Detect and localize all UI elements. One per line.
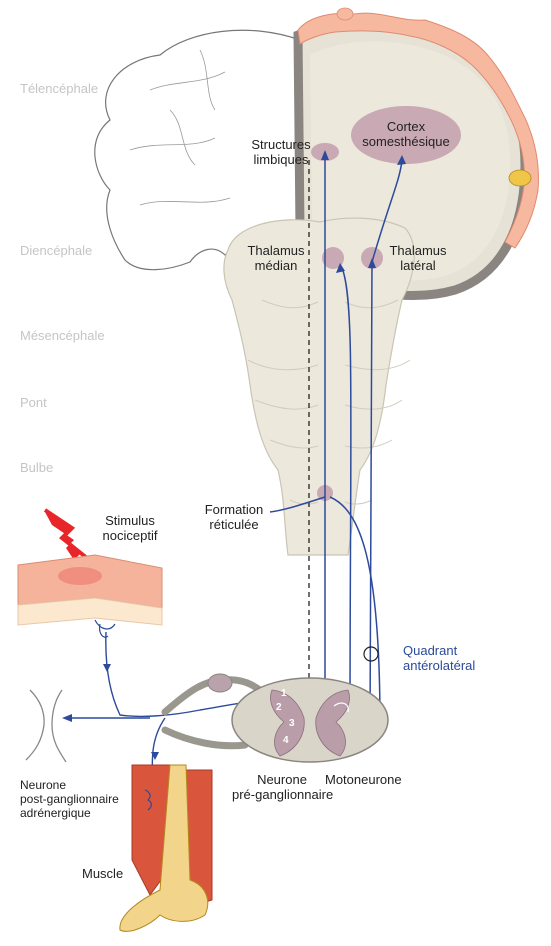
label-neurone-post-line2: post-ganglionnaire — [20, 792, 119, 806]
label-thalamus-lateral-line2: latéral — [383, 258, 453, 273]
label-cortex-line1: Cortex — [352, 119, 460, 134]
label-cortex-line2: somesthésique — [352, 134, 460, 149]
label-stimulus: Stimulus nociceptif — [90, 513, 170, 543]
cord-number-3: 3 — [289, 718, 295, 729]
label-neurone-post-line1: Neurone — [20, 778, 119, 792]
region-pont: Pont — [20, 395, 47, 410]
cord-number-2: 2 — [276, 702, 282, 713]
region-telencephale: Télencéphale — [20, 81, 98, 96]
label-quadrant-line1: Quadrant — [403, 643, 475, 658]
label-structures-limbiques: Structures limbiques — [250, 137, 312, 167]
brain-gyri — [130, 50, 230, 205]
label-motoneurone: Motoneurone — [325, 772, 402, 787]
label-stimulus-line1: Stimulus — [90, 513, 170, 528]
label-formation-reticulee-line1: Formation — [198, 502, 270, 517]
label-muscle: Muscle — [82, 866, 123, 881]
label-structures-limbiques-line1: Structures — [250, 137, 312, 152]
cord-number-1: 1 — [281, 688, 287, 699]
region-mesencephale: Mésencéphale — [20, 328, 105, 343]
cord-number-4: 4 — [283, 735, 289, 746]
label-neurone-post-line3: adrénergique — [20, 806, 119, 820]
region-bulbe: Bulbe — [20, 460, 53, 475]
label-thalamus-median-line1: Thalamus — [240, 243, 312, 258]
label-neurone-pre: Neurone pré-ganglionnaire — [232, 772, 332, 802]
label-formation-reticulee: Formation réticulée — [198, 502, 270, 532]
label-stimulus-line2: nociceptif — [90, 528, 170, 543]
label-thalamus-lateral: Thalamus latéral — [383, 243, 453, 273]
dorsal-root-ganglion — [208, 674, 232, 692]
label-neurone-pre-line1: Neurone — [232, 772, 332, 787]
label-cortex: Cortex somesthésique — [352, 119, 460, 149]
label-neurone-post: Neurone post-ganglionnaire adrénergique — [20, 778, 119, 820]
stimulus-bolt-icon — [45, 512, 92, 560]
label-quadrant-line2: antérolatéral — [403, 658, 475, 673]
label-formation-reticulee-line2: réticulée — [198, 517, 270, 532]
blood-vessel — [26, 690, 66, 762]
label-thalamus-lateral-line1: Thalamus — [383, 243, 453, 258]
spinal-cord-section — [232, 678, 388, 762]
label-structures-limbiques-line2: limbiques — [250, 152, 312, 167]
label-neurone-pre-line2: pré-ganglionnaire — [232, 787, 332, 802]
label-thalamus-median: Thalamus médian — [240, 243, 312, 273]
label-quadrant: Quadrant antérolatéral — [403, 643, 475, 673]
label-thalamus-median-line2: médian — [240, 258, 312, 273]
region-diencephale: Diencéphale — [20, 243, 92, 258]
